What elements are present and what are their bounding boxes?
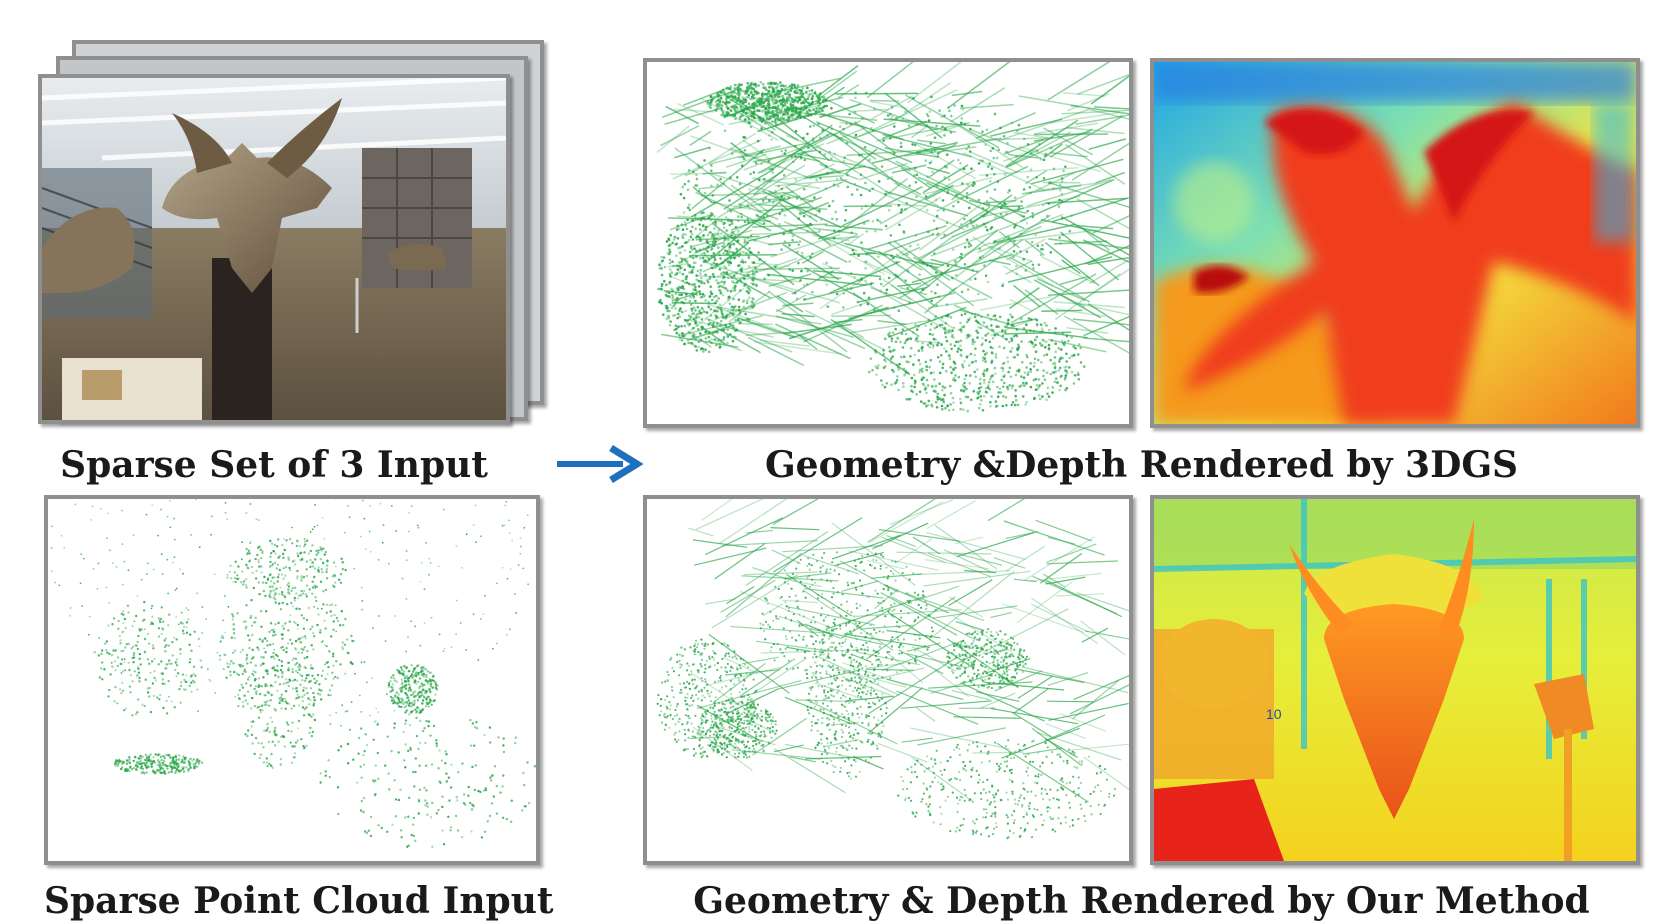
sparse-point-cloud-panel: [44, 495, 540, 865]
ours-depth-panel: 10: [1150, 495, 1640, 865]
caption-ours: Geometry & Depth Rendered by Our Method: [693, 880, 1590, 922]
baseline-geometry-panel: [643, 58, 1133, 428]
sparse-point-cloud: [50, 499, 536, 848]
baseline-depth-render: [1154, 62, 1636, 424]
input-photo-front: [38, 74, 510, 424]
ours-depth-render: 10: [1154, 499, 1636, 861]
arrow-right-icon: [557, 445, 643, 483]
caption-baseline: Geometry &Depth Rendered by 3DGS: [764, 444, 1519, 486]
baseline-geometry-render: [656, 62, 1129, 413]
ours-geometry-panel: [643, 495, 1133, 865]
caption-sparse-input: Sparse Set of 3 Input: [60, 444, 488, 486]
caption-point-cloud: Sparse Point Cloud Input: [44, 880, 554, 922]
baseline-depth-panel: [1150, 58, 1640, 428]
ours-geometry-render: [656, 499, 1129, 840]
